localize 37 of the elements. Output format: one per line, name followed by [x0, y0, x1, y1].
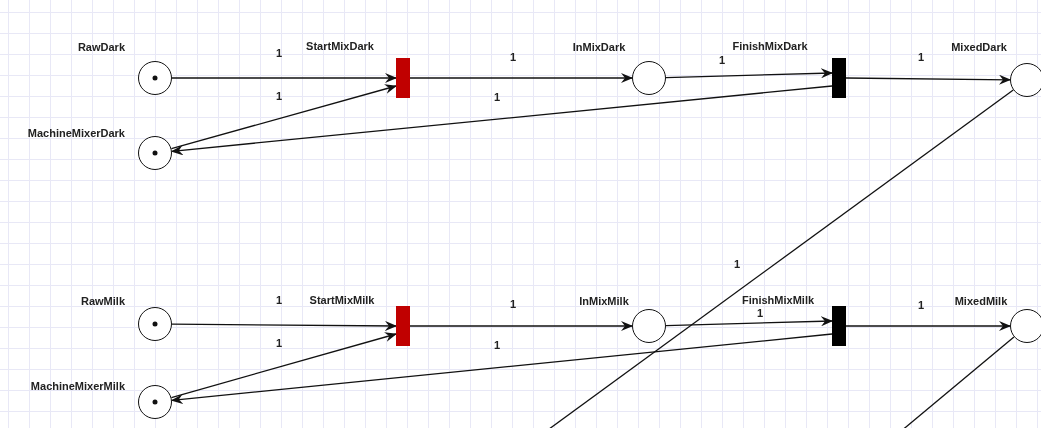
arc-weight: 1 [509, 51, 517, 63]
arc-weight: 1 [275, 47, 283, 59]
place-label: MixedMilk [954, 295, 1008, 307]
arc-arrow [845, 321, 1011, 331]
arc-weight: 1 [733, 258, 741, 270]
transition-label: FinishMixMilk [741, 294, 815, 306]
arc-arrow [170, 332, 397, 399]
arc-weight: 1 [493, 91, 501, 103]
arc-arrow [171, 320, 397, 331]
arc-weight: 1 [275, 337, 283, 349]
arc-arrow [409, 73, 633, 83]
arc-arrow [665, 68, 833, 79]
transition-label: FinishMixDark [732, 40, 808, 52]
place-label: InMixMilk [579, 295, 629, 307]
arc-weight: 1 [718, 54, 726, 66]
arc-weight: 1 [275, 294, 283, 306]
arc-weight: 1 [756, 307, 764, 319]
place-label: RawDark [77, 41, 125, 53]
place-label: RawMilk [81, 295, 125, 307]
place-label: MachineMixerDark [27, 127, 125, 139]
arc-arrow [409, 321, 633, 331]
arc-weight: 1 [493, 339, 501, 351]
arc-arrow [170, 85, 833, 156]
place-label: InMixDark [572, 41, 626, 53]
arc-arrow [170, 84, 397, 150]
place-label: MachineMixerMilk [30, 380, 125, 392]
arc-weight: 1 [917, 51, 925, 63]
arc-arrow [171, 73, 397, 83]
place-label: MixedDark [951, 41, 1007, 53]
transition-label: StartMixDark [306, 40, 374, 52]
transition-label: StartMixMilk [309, 294, 375, 306]
arc-weight: 1 [275, 90, 283, 102]
arc-arrow [665, 316, 833, 327]
arc-arrow [845, 74, 1011, 85]
arc-weight: 1 [917, 299, 925, 311]
arc-arrow [170, 333, 833, 405]
arc-weight: 1 [509, 298, 517, 310]
